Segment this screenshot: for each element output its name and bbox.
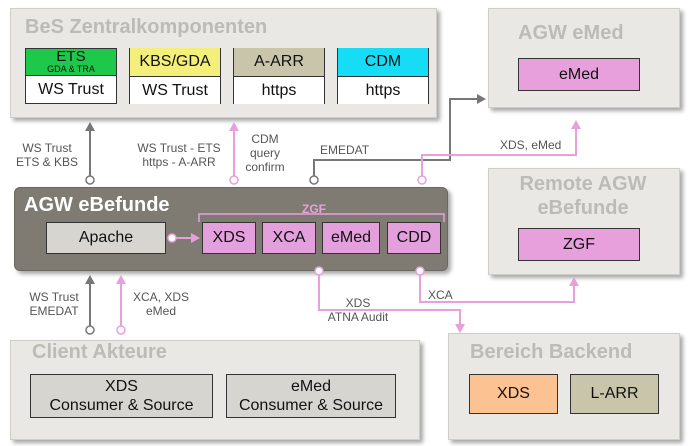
module-xca: XCA — [262, 222, 316, 254]
ets-label: ETS — [56, 48, 86, 65]
remote-agw-title: Remote AGW eBefunde — [488, 172, 678, 220]
xds-atna-port — [314, 266, 324, 276]
xca-port — [415, 266, 425, 276]
remote-title-line1: Remote AGW — [519, 173, 647, 195]
xds-emed-port — [417, 175, 427, 185]
ets-ws-trust: WS Trust — [26, 76, 116, 103]
label-ets-kbs: ETS & KBS — [15, 155, 79, 169]
client-up-pink-port — [116, 325, 126, 335]
label-xds-atna: XDS ATNA Audit — [322, 296, 394, 324]
backend-title: Bereich Backend — [470, 341, 633, 363]
pink-up-aarr-port — [229, 175, 239, 185]
ws-trust-up-port — [85, 175, 95, 185]
label-query: query — [249, 146, 281, 160]
label-ws-trust-2: WS Trust — [29, 290, 79, 304]
label-ws-trust-ets-kbs: WS Trust ETS & KBS — [12, 141, 82, 169]
label-ws-trust-ets-aarr: WS Trust - ETS https - A-ARR — [128, 141, 230, 169]
module-xds: XDS — [202, 222, 256, 254]
ets-top: ETS GDA & TRA — [26, 49, 116, 76]
label-emedat-2: EMEDAT — [29, 304, 79, 318]
label-xca-xds: XCA, XDS — [132, 290, 189, 304]
client-xds-line2: Consumer & Source — [49, 397, 194, 414]
a-arr-component: A-ARR https — [233, 48, 325, 104]
zgf-bracket — [198, 213, 445, 222]
agw-emed-title: AGW eMed — [518, 22, 624, 44]
module-cdd: CDD — [387, 222, 441, 254]
client-up-gray-port — [85, 325, 95, 335]
a-arr-label: A-ARR — [234, 48, 324, 77]
zgf-label: ZGF — [302, 202, 326, 216]
ets-component: ETS GDA & TRA WS Trust — [25, 48, 117, 104]
agw-ebefunde-title: AGW eBefunde — [24, 194, 170, 216]
kbs-gda-component: KBS/GDA WS Trust — [129, 48, 221, 104]
backend-xds-box: XDS — [469, 374, 558, 414]
ets-sub-label: GDA & TRA — [47, 64, 95, 74]
backend-larr-box: L-ARR — [570, 374, 659, 414]
emedat-route — [313, 94, 486, 180]
remote-zgf-box: ZGF — [518, 228, 640, 261]
client-emed-box: eMed Consumer & Source — [226, 374, 396, 418]
kbs-gda-label: KBS/GDA — [130, 48, 220, 77]
cdm-component: CDM https — [337, 48, 429, 104]
module-emed: eMed — [322, 222, 380, 254]
label-xca-xds-emed: XCA, XDS eMed — [126, 290, 196, 318]
xds-atna-route — [318, 271, 465, 333]
bes-title: BeS Zentralkomponenten — [25, 16, 268, 38]
client-emed-line2: Consumer & Source — [238, 397, 384, 414]
label-emed-2: eMed — [145, 304, 177, 318]
client-xds-line1: XDS — [105, 378, 138, 395]
label-cdm-query: CDM query confirm — [240, 132, 290, 174]
xca-route — [419, 271, 579, 303]
apache-port — [167, 233, 177, 243]
remote-title-line2: eBefunde — [537, 197, 629, 219]
a-arr-https: https — [234, 77, 324, 104]
label-ws-trust-1: WS Trust — [22, 141, 72, 155]
kbs-ws-trust: WS Trust — [130, 77, 220, 104]
label-https-aarr: https - A-ARR — [142, 155, 216, 169]
label-xca: XCA — [428, 288, 453, 302]
client-title: Client Akteure — [32, 341, 167, 363]
label-cdm: CDM — [251, 132, 279, 146]
client-xds-box: XDS Consumer & Source — [30, 374, 213, 418]
label-confirm: confirm — [245, 160, 285, 174]
cdm-label: CDM — [338, 48, 428, 77]
label-xds-2: XDS — [345, 296, 371, 310]
label-ws-trust-ets: WS Trust - ETS — [137, 141, 221, 155]
xds-emed-route — [421, 120, 581, 180]
cdm-https: https — [338, 77, 428, 104]
emedat-port — [309, 175, 319, 185]
apache-box: Apache — [46, 222, 166, 254]
label-emedat: EMEDAT — [320, 143, 370, 157]
label-atna-audit: ATNA Audit — [327, 310, 389, 324]
client-emed-line1: eMed — [290, 378, 332, 395]
label-ws-trust-emedat: WS Trust EMEDAT — [20, 290, 88, 318]
agw-emed-box: eMed — [518, 58, 640, 91]
label-xds-emed: XDS, eMed — [500, 138, 562, 152]
